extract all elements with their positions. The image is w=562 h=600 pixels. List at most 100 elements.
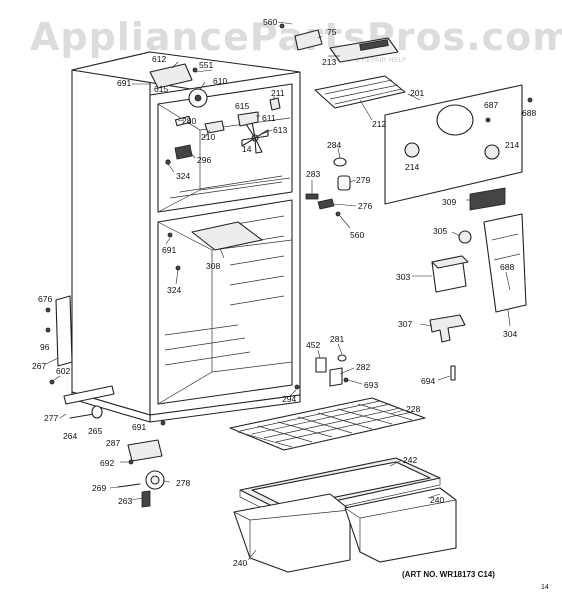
part-296 bbox=[174, 144, 193, 160]
callout-551: 551 bbox=[199, 60, 213, 70]
callout-267: 267 bbox=[32, 361, 46, 371]
panel-201-opening bbox=[436, 104, 474, 136]
callout-324-b: 324 bbox=[167, 285, 181, 295]
part-276 bbox=[317, 198, 335, 210]
duct-304-detail bbox=[491, 233, 521, 261]
callout-691-c: 691 bbox=[132, 422, 146, 432]
callout-280: 280 bbox=[182, 116, 196, 126]
light-socket-assembly bbox=[305, 157, 351, 217]
cabinet-left-side bbox=[71, 51, 151, 416]
part-75-housing bbox=[294, 29, 323, 51]
knob-214-left bbox=[404, 142, 420, 158]
damper-303-top bbox=[431, 255, 469, 269]
bracket-277 bbox=[63, 385, 115, 405]
callout-687: 687 bbox=[484, 100, 498, 110]
socket-279 bbox=[337, 175, 351, 191]
callout-263: 263 bbox=[118, 496, 132, 506]
callout-283: 283 bbox=[306, 169, 320, 179]
screw-96 bbox=[45, 327, 51, 333]
callout-615: 615 bbox=[154, 84, 168, 94]
callout-228: 228 bbox=[406, 404, 420, 414]
crisper-drawer-left bbox=[233, 493, 351, 573]
shelf-308 bbox=[191, 221, 263, 251]
callout-692: 692 bbox=[100, 458, 114, 468]
screw-294 bbox=[294, 384, 300, 390]
bracket-611 bbox=[237, 111, 259, 127]
freezer-liner bbox=[157, 103, 291, 213]
shelf-242 bbox=[239, 457, 441, 520]
part-282 bbox=[329, 367, 343, 387]
knob-305 bbox=[458, 230, 472, 244]
callout-213: 213 bbox=[322, 57, 336, 67]
corner-code: 14 bbox=[541, 584, 549, 591]
knob-214-right bbox=[484, 144, 500, 160]
callout-282: 282 bbox=[356, 362, 370, 372]
screw-560 bbox=[335, 211, 341, 217]
callout-214-right: 214 bbox=[505, 140, 519, 150]
art-number: (ART NO. WR18173 C14) bbox=[402, 570, 495, 579]
freezer-floor bbox=[169, 175, 283, 199]
part-211 bbox=[269, 97, 281, 111]
callout-96: 96 bbox=[40, 342, 50, 352]
callout-613: 613 bbox=[273, 125, 287, 135]
callout-309: 309 bbox=[442, 197, 456, 207]
callout-240-left: 240 bbox=[233, 558, 247, 568]
part-283 bbox=[305, 193, 319, 200]
callout-201: 201 bbox=[410, 88, 424, 98]
callout-560-b: 560 bbox=[350, 230, 364, 240]
callout-labels: 560 75 551 612 691 615 610 213 201 687 6… bbox=[32, 17, 536, 568]
part-452 bbox=[315, 357, 327, 373]
callout-212: 212 bbox=[372, 119, 386, 129]
callout-308: 308 bbox=[206, 261, 220, 271]
part-284 bbox=[333, 157, 347, 167]
callout-615-b: 615 bbox=[235, 101, 249, 111]
callout-688-b: 688 bbox=[500, 262, 514, 272]
crisper-drawers-240 bbox=[233, 487, 457, 573]
duct-304 bbox=[483, 213, 527, 313]
callout-691-b: 691 bbox=[162, 245, 176, 255]
screw-687 bbox=[485, 117, 491, 123]
callout-284: 284 bbox=[327, 140, 341, 150]
callout-210: 210 bbox=[201, 132, 215, 142]
callout-303: 303 bbox=[396, 272, 410, 282]
crisper-drawer-right-edges bbox=[344, 499, 457, 552]
callout-296: 296 bbox=[197, 155, 211, 165]
callout-304: 304 bbox=[503, 329, 517, 339]
callout-287: 287 bbox=[106, 438, 120, 448]
crisper-rails bbox=[164, 324, 251, 366]
screw-688 bbox=[527, 97, 533, 103]
callout-610: 610 bbox=[213, 76, 227, 86]
screw-269 bbox=[117, 483, 141, 488]
roller-265 bbox=[91, 405, 103, 419]
callout-694: 694 bbox=[421, 376, 435, 386]
watermark-tagline: PARTS & REPAIR HELP bbox=[330, 56, 406, 64]
part-694 bbox=[450, 365, 456, 381]
callout-269: 269 bbox=[92, 483, 106, 493]
callout-452: 452 bbox=[306, 340, 320, 350]
callout-560: 560 bbox=[263, 17, 277, 27]
label-309 bbox=[469, 187, 506, 211]
refrigerator-cabinet bbox=[71, 51, 301, 423]
hinge-267 bbox=[55, 295, 73, 367]
tray-212 bbox=[314, 75, 406, 109]
screw-691-bottom bbox=[160, 420, 166, 426]
callout-691: 691 bbox=[117, 78, 131, 88]
top-components bbox=[149, 23, 406, 271]
screw-693 bbox=[343, 377, 349, 383]
tray-212-ribs bbox=[324, 79, 403, 105]
callout-211: 211 bbox=[271, 88, 285, 98]
callout-611: 611 bbox=[262, 113, 276, 123]
screw-692 bbox=[128, 459, 134, 465]
callout-281: 281 bbox=[330, 334, 344, 344]
fan-motor-hub bbox=[194, 94, 202, 102]
hinge-287 bbox=[127, 439, 163, 462]
rod-264 bbox=[69, 413, 95, 419]
fresh-food-compartment bbox=[157, 199, 293, 405]
callout-294: 294 bbox=[282, 394, 296, 404]
callout-75: 75 bbox=[327, 27, 337, 37]
part-281 bbox=[337, 354, 347, 362]
callout-276: 276 bbox=[358, 201, 372, 211]
callout-693: 693 bbox=[364, 380, 378, 390]
